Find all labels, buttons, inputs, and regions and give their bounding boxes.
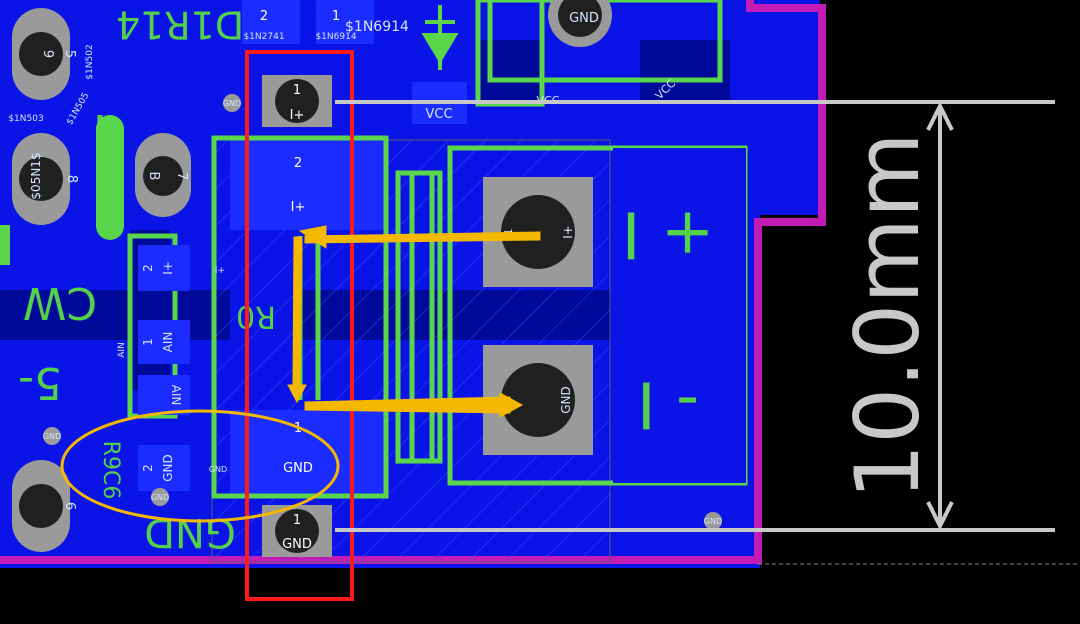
small-pad-1-net: AIN bbox=[161, 332, 175, 353]
small-pad-2b-net: GND bbox=[161, 454, 175, 482]
label-ain-1: AIN bbox=[117, 342, 127, 358]
top-pad1-number: 1 bbox=[332, 9, 340, 24]
top-pads bbox=[242, 0, 612, 557]
pad-bottom-number: 1 bbox=[293, 513, 301, 528]
label-r0: R0 bbox=[236, 299, 276, 334]
small-pad-2a-net: I+ bbox=[161, 261, 175, 275]
oval-pad-5: 5 bbox=[62, 50, 77, 58]
gnd-small-label: GND bbox=[209, 465, 227, 474]
vias bbox=[43, 94, 722, 530]
chip-body bbox=[211, 135, 389, 499]
pad-top-number: 1 bbox=[293, 83, 301, 98]
annotation-ellipse bbox=[60, 409, 340, 523]
label-sin2741: $1N2741 bbox=[243, 32, 284, 42]
top-pad2-number: 2 bbox=[260, 9, 268, 24]
pad-bottom-net: GND bbox=[282, 537, 312, 552]
label-sin6914-large: $1N6914 bbox=[345, 19, 409, 35]
trace-i-plus: I+ bbox=[215, 266, 225, 276]
oval-pad-6: 6 bbox=[62, 502, 77, 510]
label-vcc: VCC bbox=[425, 107, 452, 122]
label-d1r14: D1R14 bbox=[116, 3, 244, 47]
pad-top-net: I+ bbox=[290, 108, 305, 123]
connector-pin1-number: 1 bbox=[502, 229, 515, 236]
connector-minus-label: - I bbox=[637, 366, 699, 440]
label-sin505-big: $05N1$ bbox=[29, 152, 43, 199]
via-gnd-4: GND bbox=[704, 517, 722, 526]
small-pad-2a: 2 bbox=[141, 264, 155, 272]
via-gnd-1: GND bbox=[223, 99, 241, 108]
oval-pads bbox=[12, 8, 191, 552]
label-r9c6: R9C6 bbox=[98, 441, 123, 500]
chip-pin1-net: GND bbox=[283, 461, 313, 476]
chip-pin2-net: I+ bbox=[291, 200, 306, 215]
diode-symbol bbox=[421, 5, 459, 70]
label-cw: CW bbox=[23, 277, 97, 328]
oval-pad-b: B bbox=[146, 172, 161, 181]
dimension-value: 10.0mm bbox=[836, 132, 939, 499]
screw-terminal bbox=[483, 148, 746, 483]
annotation-arrows bbox=[287, 225, 541, 418]
label-gnd-big: GND bbox=[144, 509, 236, 555]
via-gnd-2: GND bbox=[43, 432, 61, 441]
connector-pin2-net: GND bbox=[559, 386, 573, 414]
oval-pad-7: 7 bbox=[174, 172, 189, 180]
small-pad-1: 1 bbox=[141, 338, 155, 346]
oval-pad-8: 8 bbox=[64, 175, 79, 183]
connector-pin1-net: I+ bbox=[561, 225, 575, 239]
label-sin6914: $1N6914 bbox=[315, 32, 356, 42]
label-sin502: $1N502 bbox=[85, 44, 95, 79]
label-5-dash: 5- bbox=[18, 357, 62, 408]
small-pad-2b: 2 bbox=[141, 464, 155, 472]
label-ain-2: AIN bbox=[169, 385, 183, 406]
highlight-box bbox=[245, 50, 354, 601]
oval-pad-9: 9 bbox=[40, 50, 55, 58]
via-gnd-3: GND bbox=[151, 493, 169, 502]
label-gnd-top: GND bbox=[569, 11, 599, 26]
chip-pin2-number: 2 bbox=[294, 156, 302, 171]
left-silk-strips bbox=[0, 115, 124, 265]
board-outline bbox=[0, 0, 826, 564]
dimension-lines bbox=[335, 100, 1055, 532]
label-sin503: $1N503 bbox=[8, 114, 43, 124]
small-pads bbox=[138, 245, 190, 491]
connector-plus-label: + I bbox=[622, 196, 715, 270]
